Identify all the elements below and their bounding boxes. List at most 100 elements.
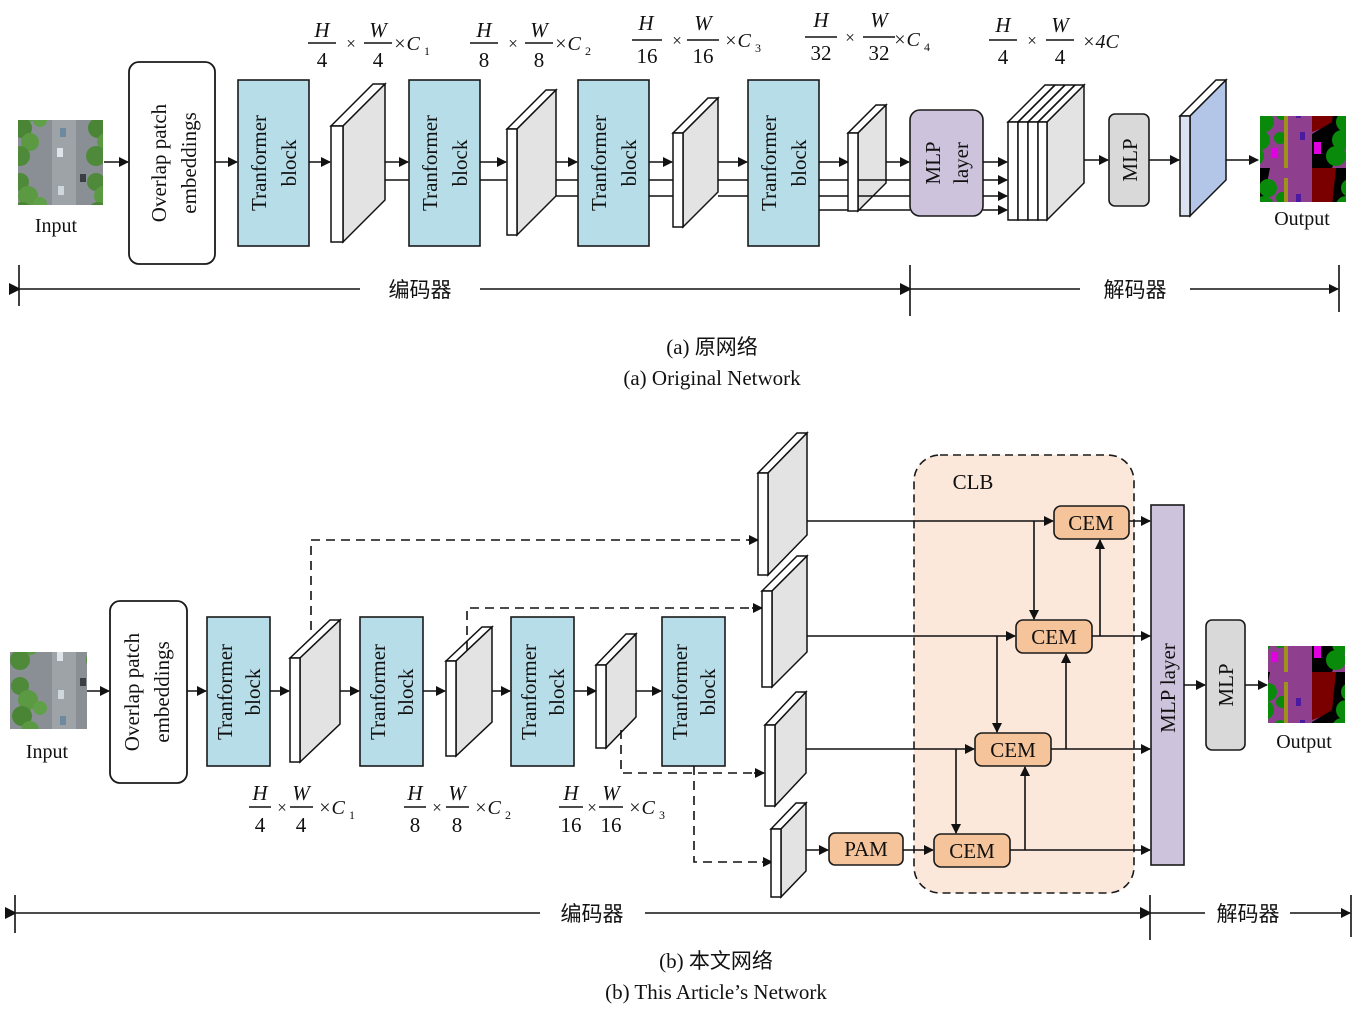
- dim-label-b-3: H 16 × W 16 ×C 3: [559, 781, 665, 837]
- dim-denominator: 4: [373, 48, 384, 72]
- output-label: Output: [1274, 208, 1330, 230]
- dim-denominator: 4: [1055, 45, 1066, 69]
- dim-subscript: 2: [585, 44, 591, 58]
- dim-numerator: H: [475, 18, 493, 42]
- feature-map-3: [594, 632, 638, 750]
- dim-label-b-1: H 4 × W 4 ×C 1: [249, 781, 355, 837]
- input-label: Input: [35, 215, 78, 237]
- transformer-block-1: [206, 616, 271, 767]
- transformer-block-2: [359, 616, 424, 767]
- dim-numerator: W: [530, 18, 550, 42]
- decoder-label: 解码器: [1217, 902, 1280, 926]
- dim-denominator: 8: [452, 813, 463, 837]
- encoder-label: 编码器: [561, 902, 624, 926]
- output-label: Output: [1276, 731, 1332, 753]
- transformer-block-3: [577, 79, 650, 247]
- dim-suffix: ×C: [724, 30, 751, 52]
- dim-numerator: W: [870, 8, 890, 32]
- dim-subscript: 3: [755, 41, 761, 55]
- dim-numerator: H: [406, 781, 424, 805]
- clb-region: [913, 454, 1135, 894]
- dim-numerator: W: [369, 18, 389, 42]
- embedding-label-line2: embeddings: [177, 112, 201, 213]
- skip-connection-3: [620, 730, 762, 774]
- mlp-layer: [909, 109, 984, 217]
- feature-map-2: [444, 625, 494, 758]
- branch-feature-map-3: [763, 690, 808, 808]
- dim-numerator: H: [994, 13, 1012, 37]
- dim-label-a-1: H 4 × W 4 ×C 1: [308, 18, 430, 72]
- block-label: block: [394, 668, 418, 715]
- dim-subscript: 2: [505, 808, 511, 822]
- mlp-layer-label: MLP layer: [1156, 643, 1180, 733]
- block-label: Tranformer: [757, 115, 781, 211]
- times-symbol: ×: [1027, 31, 1037, 50]
- block-label: Tranformer: [517, 644, 541, 740]
- mlp-layer-label: MLP: [921, 141, 945, 184]
- encoder-decoder-span-b: 编码器 解码器: [4, 895, 1352, 940]
- dim-numerator: W: [602, 781, 622, 805]
- skip-connection-1: [310, 539, 756, 630]
- dim-numerator: W: [694, 11, 714, 35]
- dim-suffix: ×C: [474, 797, 501, 819]
- figure-a: Input Overlap patch embeddings Tranforme…: [8, 8, 1346, 390]
- dim-numerator: H: [637, 11, 655, 35]
- block-label: block: [241, 668, 265, 715]
- encoder-decoder-span-a: 编码器 解码器: [8, 265, 1340, 316]
- block-label: Tranformer: [668, 644, 692, 740]
- caption-a-cn: (a) 原网络: [666, 335, 758, 359]
- dim-denominator: 16: [637, 44, 658, 68]
- block-label: block: [617, 139, 641, 186]
- times-symbol: ×: [672, 31, 682, 50]
- dim-numerator: W: [1051, 13, 1071, 37]
- times-symbol: ×: [845, 28, 855, 47]
- embedding-label-line1: Overlap patch: [147, 103, 171, 222]
- output-image: [1268, 646, 1345, 723]
- caption-b-cn: (b) 本文网络: [659, 949, 773, 973]
- caption-a-en: (a) Original Network: [623, 366, 801, 390]
- times-symbol: ×: [346, 34, 356, 53]
- dim-denominator: 8: [410, 813, 421, 837]
- encoder-label: 编码器: [389, 278, 452, 302]
- dim-suffix: ×C: [393, 33, 420, 55]
- dim-denominator: 32: [869, 41, 890, 65]
- decoder-feature-map: [1178, 78, 1228, 218]
- embedding-label-line1: Overlap patch: [120, 632, 144, 751]
- output-image: [1260, 116, 1346, 202]
- dim-denominator: 4: [998, 45, 1009, 69]
- transformer-block-4: [661, 616, 726, 767]
- dim-numerator: H: [812, 8, 830, 32]
- dim-denominator: 16: [693, 44, 714, 68]
- input-image: [18, 120, 103, 205]
- feature-map-4: [846, 103, 888, 213]
- caption-b-en: (b) This Article’s Network: [605, 980, 827, 1004]
- dim-suffix: ×C: [318, 797, 345, 819]
- dim-subscript: 3: [659, 808, 665, 822]
- figure-b: CLB Input Overlap patch embeddings Tranf…: [4, 431, 1352, 1004]
- dim-denominator: 8: [534, 48, 545, 72]
- embedding-label-line2: embeddings: [150, 641, 174, 742]
- dim-denominator: 4: [317, 48, 328, 72]
- dim-denominator: 4: [296, 813, 307, 837]
- dim-suffix: ×4C: [1082, 31, 1119, 53]
- block-label: Tranformer: [366, 644, 390, 740]
- dim-suffix: ×C: [628, 797, 655, 819]
- dim-numerator: H: [313, 18, 331, 42]
- branch-feature-map-4: [769, 801, 808, 899]
- dim-denominator: 16: [601, 813, 622, 837]
- dim-denominator: 32: [811, 41, 832, 65]
- cem-label: CEM: [949, 839, 995, 863]
- mlp-label: MLP: [1118, 138, 1142, 181]
- block-label: block: [696, 668, 720, 715]
- input-image: [10, 652, 87, 729]
- dim-numerator: W: [292, 781, 312, 805]
- transformer-block-4: [747, 79, 820, 247]
- feature-map-2: [505, 88, 558, 237]
- dim-numerator: W: [448, 781, 468, 805]
- dim-suffix: ×C: [554, 33, 581, 55]
- feature-map-1: [288, 618, 342, 764]
- mlp-layer-label: layer: [949, 142, 973, 184]
- input-label: Input: [26, 741, 69, 763]
- times-symbol: ×: [277, 798, 287, 817]
